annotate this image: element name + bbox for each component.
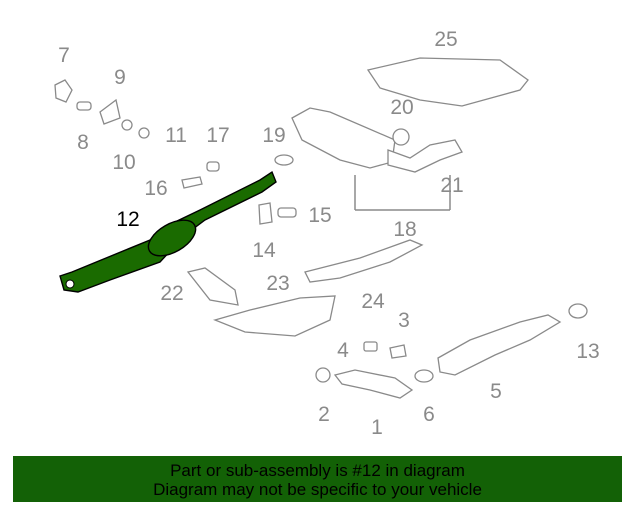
callout-6[interactable]: 6 — [423, 403, 435, 426]
callout-1[interactable]: 1 — [371, 416, 383, 439]
part-9-bracket[interactable] — [99, 98, 121, 125]
callout-23[interactable]: 23 — [266, 272, 289, 295]
part-10-nut[interactable] — [121, 119, 133, 131]
callout-24[interactable]: 24 — [361, 290, 385, 313]
part-tailpipe[interactable] — [387, 139, 463, 173]
callout-13[interactable]: 13 — [576, 340, 599, 363]
banner-line-part: Part or sub-assembly is #12 in diagram — [170, 461, 465, 480]
part-3-bolt[interactable] — [389, 344, 407, 359]
callout-18[interactable]: 18 — [393, 218, 416, 241]
part-info-banner: Part or sub-assembly is #12 in diagram D… — [13, 456, 622, 502]
part-13-gasket[interactable] — [568, 303, 588, 319]
callout-16[interactable]: 16 — [144, 177, 167, 200]
callout-21[interactable]: 21 — [440, 174, 463, 197]
part-19-gasket[interactable] — [274, 154, 294, 166]
part-17-insulator[interactable] — [206, 161, 220, 172]
part-12-front-pipe-catalytic-converter[interactable] — [59, 170, 277, 293]
callout-14[interactable]: 14 — [252, 239, 276, 262]
callout-8[interactable]: 8 — [77, 131, 89, 154]
part-8-insulator[interactable] — [76, 101, 92, 111]
callout-10[interactable]: 10 — [112, 151, 135, 174]
callout-17[interactable]: 17 — [206, 124, 229, 147]
part-2-gasket[interactable] — [315, 367, 331, 383]
part-23-heat-shield[interactable] — [212, 295, 336, 337]
part-muffler[interactable] — [291, 107, 396, 169]
callout-7[interactable]: 7 — [58, 44, 70, 67]
callout-9[interactable]: 9 — [114, 66, 126, 89]
callout-22[interactable]: 22 — [160, 282, 183, 305]
part-20-hanger[interactable] — [392, 128, 410, 146]
callout-15[interactable]: 15 — [308, 204, 331, 227]
callout-5[interactable]: 5 — [490, 380, 502, 403]
part-7-bracket[interactable] — [54, 79, 73, 103]
part-16-bolt[interactable] — [181, 176, 203, 189]
callout-4[interactable]: 4 — [337, 339, 349, 362]
part-24-heat-shield[interactable] — [304, 239, 424, 283]
part-14-hanger[interactable] — [258, 202, 273, 225]
callout-11[interactable]: 11 — [165, 124, 187, 147]
part-6-gasket[interactable] — [414, 369, 434, 383]
callout-20[interactable]: 20 — [390, 96, 413, 119]
banner-line-disclaimer: Diagram may not be specific to your vehi… — [153, 480, 482, 499]
callout-12[interactable]: 12 — [116, 208, 139, 231]
callout-2[interactable]: 2 — [318, 403, 330, 426]
callout-3[interactable]: 3 — [398, 309, 410, 332]
callout-25[interactable]: 25 — [434, 28, 457, 51]
part-25-heat-shield[interactable] — [366, 57, 529, 107]
part-1-pipe[interactable] — [333, 369, 414, 399]
part-11-washer[interactable] — [138, 127, 150, 139]
part-4-nut[interactable] — [363, 341, 378, 352]
callout-19[interactable]: 19 — [262, 124, 285, 147]
part-22-heat-shield[interactable] — [186, 267, 239, 306]
part-15-insulator[interactable] — [277, 207, 297, 218]
part-5-converter[interactable] — [437, 314, 562, 376]
